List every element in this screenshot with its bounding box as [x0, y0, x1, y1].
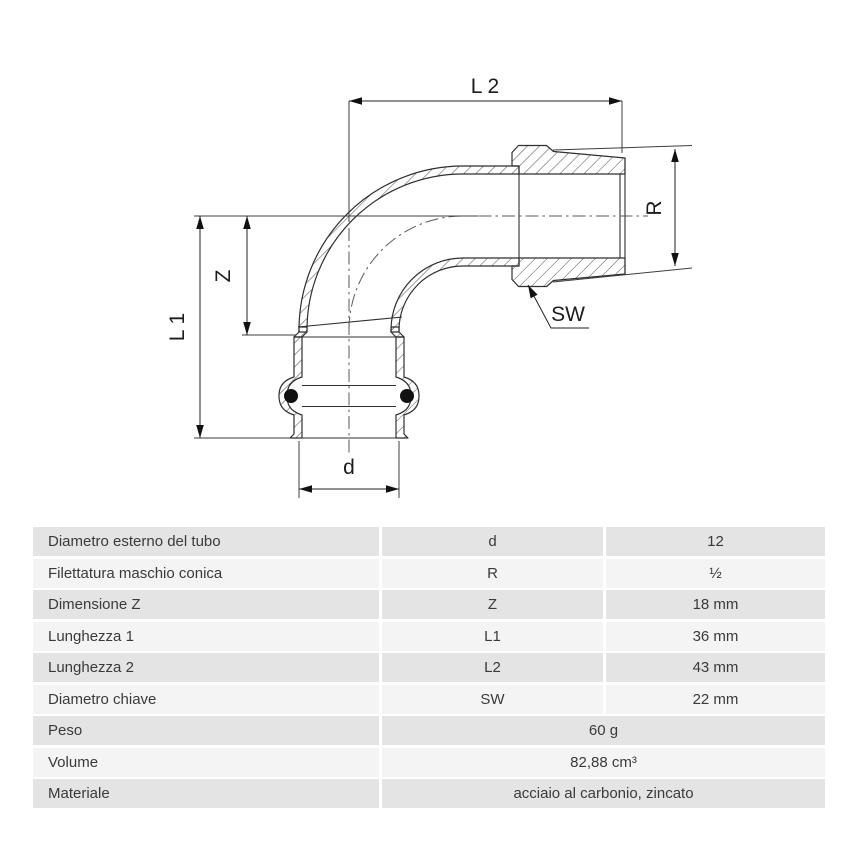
spec-value: 43 mm — [606, 653, 825, 682]
table-row-merged: Materiale acciaio al carbonio, zincato — [33, 779, 825, 808]
spec-label: Diametro esterno del tubo — [33, 527, 379, 556]
spec-value: acciaio al carbonio, zincato — [382, 779, 825, 808]
spec-value: 36 mm — [606, 621, 825, 651]
spec-table: Diametro esterno del tubo d 12 Filettatu… — [33, 527, 825, 811]
dim-label-d: d — [343, 456, 355, 479]
part-edges — [290, 158, 626, 439]
spec-symbol: L1 — [382, 621, 603, 651]
table-row-merged: Peso 60 g — [33, 716, 825, 745]
spec-symbol: SW — [382, 684, 603, 714]
dim-label-z: Z — [212, 269, 235, 282]
table-row: Diametro chiave SW 22 mm — [33, 684, 825, 714]
table-row: Filettatura maschio conica R ½ — [33, 558, 825, 588]
dimension-lines — [196, 97, 679, 493]
spec-symbol: R — [382, 558, 603, 588]
table-row-merged: Volume 82,88 cm³ — [33, 747, 825, 777]
elbow-fitting-diagram: L 2 R Z L 1 d SW — [166, 75, 693, 498]
dim-label-l2: L 2 — [471, 75, 499, 98]
spec-label: Dimensione Z — [33, 590, 379, 619]
table-row: Lunghezza 2 L2 43 mm — [33, 653, 825, 682]
spec-label: Peso — [33, 716, 379, 745]
spec-value: 22 mm — [606, 684, 825, 714]
table-row: Dimensione Z Z 18 mm — [33, 590, 825, 619]
spec-label: Volume — [33, 747, 379, 777]
spec-label: Filettatura maschio conica — [33, 558, 379, 588]
pipe-wall-sections — [278, 144, 626, 439]
spec-symbol: L2 — [382, 653, 603, 682]
spec-label: Lunghezza 1 — [33, 621, 379, 651]
spec-value: 60 g — [382, 716, 825, 745]
technical-drawing-elbow-fitting: L 2 R Z L 1 d SW — [166, 75, 693, 498]
dim-label-r: R — [643, 200, 666, 215]
o-ring-left-dot — [284, 389, 298, 403]
spec-symbol: Z — [382, 590, 603, 619]
spec-value: 82,88 cm³ — [382, 747, 825, 777]
dim-label-l1: L 1 — [166, 313, 189, 341]
spec-symbol: d — [382, 527, 603, 556]
spec-label: Materiale — [33, 779, 379, 808]
spec-value: ½ — [606, 558, 825, 588]
dim-label-sw: SW — [551, 303, 585, 326]
spec-value: 18 mm — [606, 590, 825, 619]
o-ring-right-dot — [400, 389, 414, 403]
centerlines — [348, 215, 648, 455]
spec-value: 12 — [606, 527, 825, 556]
spec-label: Lunghezza 2 — [33, 653, 379, 682]
extension-lines — [194, 101, 693, 498]
spec-label: Diametro chiave — [33, 684, 379, 714]
table-row: Diametro esterno del tubo d 12 — [33, 527, 825, 556]
table-row: Lunghezza 1 L1 36 mm — [33, 621, 825, 651]
